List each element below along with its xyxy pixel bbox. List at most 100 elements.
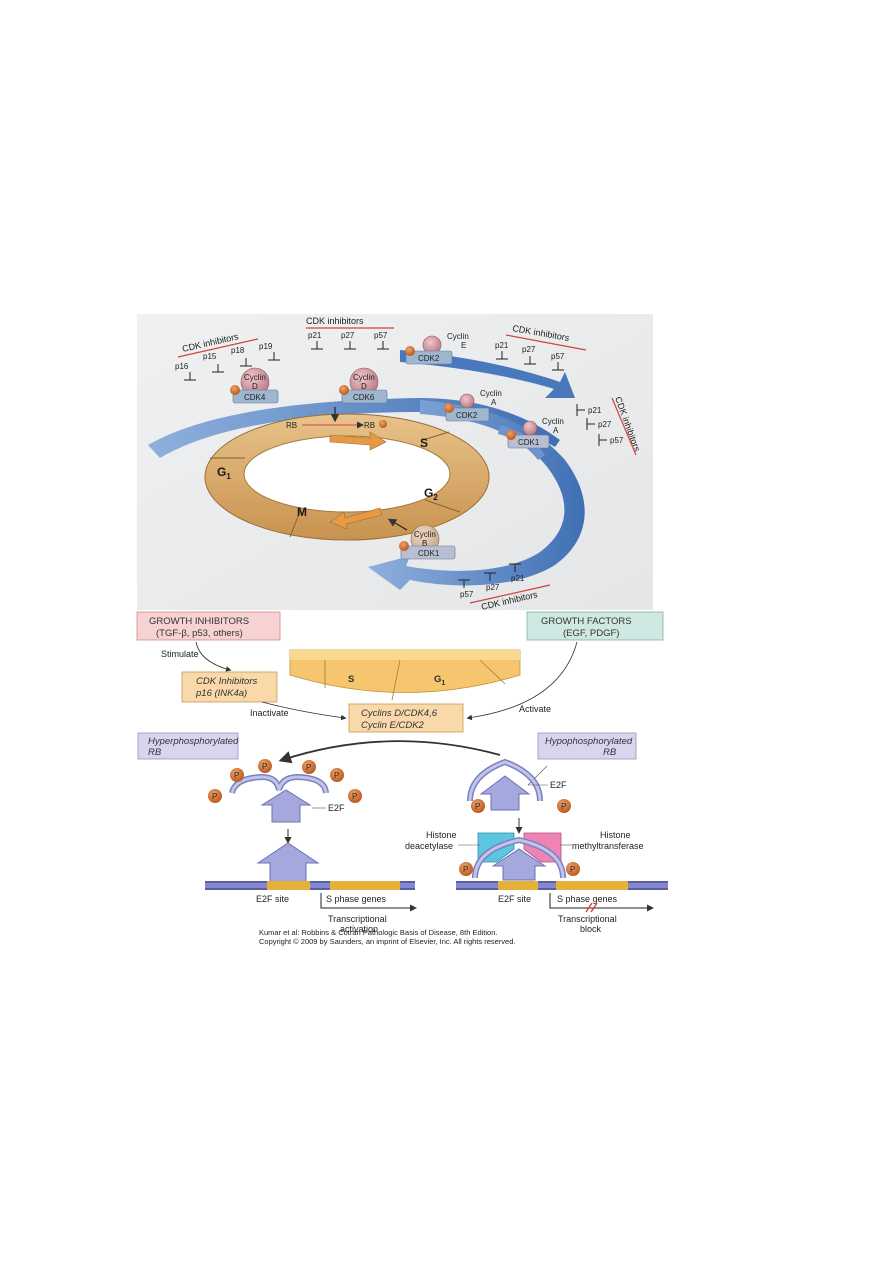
phosphate-icon [348, 789, 362, 803]
svg-text:p16 (INK4a): p16 (INK4a) [195, 688, 247, 699]
phosphate-icon [471, 799, 485, 813]
svg-text:D: D [252, 382, 258, 391]
inhibitor-r-p57: p57 [610, 436, 624, 445]
svg-text:E: E [461, 341, 466, 350]
rb-right-label: RB [364, 421, 375, 430]
e2f-shape-left-bound [256, 842, 320, 883]
inhibitor-top-p21: p21 [308, 331, 322, 340]
band-s-label: S [348, 674, 354, 685]
complex-cyclin-d-cdk6: Cyclin D CDK6 [339, 367, 388, 404]
activate-label: Activate [519, 704, 551, 714]
inhibitors-top: CDK inhibitors p21 p27 p57 [306, 316, 394, 350]
cyclins-box: Cyclins D/CDK4,6 Cyclin E/CDK2 [348, 703, 464, 733]
svg-text:GROWTH FACTORS: GROWTH FACTORS [541, 616, 632, 627]
s-g1-band: S G1 [289, 649, 521, 701]
phosphate-icon [459, 862, 473, 876]
inhibitor-b-p57: p57 [460, 590, 474, 599]
svg-text:(EGF, PDGF): (EGF, PDGF) [563, 628, 619, 639]
svg-text:B: B [422, 539, 427, 548]
svg-text:P: P [212, 792, 217, 801]
phosphate-icon [566, 862, 580, 876]
svg-text:Cyclin E/CDK2: Cyclin E/CDK2 [361, 720, 425, 731]
svg-text:S phase genes: S phase genes [557, 894, 618, 904]
phase-m-label: M [297, 505, 307, 519]
cycle-ring: G1 S G2 M [204, 413, 490, 541]
dna-left: E2F site S phase genes Transcriptional a… [205, 881, 417, 934]
histone-complex: Histone deacetylase Histone methyltransf… [405, 830, 644, 881]
hypo-rb-complex: E2F P P [467, 758, 571, 813]
svg-text:P: P [463, 865, 468, 874]
svg-text:P: P [570, 865, 575, 874]
growth-factors-box: GROWTH FACTORS (EGF, PDGF) [526, 611, 664, 641]
inhibitors-top-title: CDK inhibitors [306, 316, 364, 326]
dna-right: E2F site S phase genes Transcriptional b… [456, 881, 668, 934]
svg-text:(TGF-β, p53, others): (TGF-β, p53, others) [156, 628, 243, 639]
svg-text:P: P [306, 763, 311, 772]
e2f-right-label: E2F [550, 780, 567, 790]
svg-text:CDK Inhibitors: CDK Inhibitors [196, 676, 257, 687]
svg-text:P: P [475, 802, 480, 811]
rb-transition-arrow [278, 740, 501, 764]
inhibitor-p16: p16 [175, 362, 189, 371]
svg-text:Transcriptional: Transcriptional [558, 914, 617, 924]
complex-cyclin-e-cdk2: Cyclin E CDK2 [405, 332, 469, 365]
e2f-left-label: E2F [328, 803, 345, 813]
svg-text:A: A [491, 398, 497, 407]
svg-text:Transcriptional: Transcriptional [328, 914, 387, 924]
band-g1-label: G1 [434, 674, 445, 687]
svg-text:P: P [334, 771, 339, 780]
phosphate-icon [399, 541, 409, 551]
svg-text:GROWTH INHIBITORS: GROWTH INHIBITORS [149, 616, 249, 627]
credit-line-2: Copyright © 2009 by Saunders, an imprint… [259, 937, 515, 946]
svg-text:methyltransferase: methyltransferase [572, 841, 644, 851]
hyper-rb-box: Hyperphosphorylated RB [137, 732, 239, 760]
svg-text:Cyclin: Cyclin [244, 373, 266, 382]
rb-left-label: RB [286, 421, 297, 430]
inactivate-label: Inactivate [250, 708, 289, 718]
phase-s-label: S [420, 436, 428, 450]
inhibitor-rt-p57: p57 [551, 352, 565, 361]
inhibitor-top-p57: p57 [374, 331, 388, 340]
svg-text:Cyclin: Cyclin [542, 417, 564, 426]
svg-text:CDK2: CDK2 [456, 411, 478, 420]
cdk-inhibitors-box: CDK Inhibitors p16 (INK4a) [181, 671, 278, 703]
svg-text:CDK6: CDK6 [353, 393, 375, 402]
svg-text:CDK2: CDK2 [418, 354, 440, 363]
phase-g1-label: G1 [217, 465, 231, 481]
phosphate-icon [506, 430, 516, 440]
phase-g2-label: G2 [424, 486, 438, 502]
svg-text:Histone: Histone [426, 830, 457, 840]
e2f-shape-right [479, 775, 531, 811]
phosphate-icon [405, 346, 415, 356]
svg-text:Histone: Histone [600, 830, 631, 840]
svg-text:deacetylase: deacetylase [405, 841, 453, 851]
svg-text:Hyperphosphorylated: Hyperphosphorylated [148, 736, 239, 747]
svg-text:CDK1: CDK1 [518, 438, 540, 447]
phosphate-icon [258, 759, 272, 773]
complex-cyclin-a-cdk2: Cyclin A CDK2 [444, 389, 502, 422]
svg-text:E2F site: E2F site [498, 894, 531, 904]
svg-text:CDK4: CDK4 [244, 393, 266, 402]
phosphate-icon [444, 403, 454, 413]
rb-phosphate [379, 420, 387, 428]
growth-inhibitors-box: GROWTH INHIBITORS (TGF-β, p53, others) [136, 611, 281, 641]
inhibitor-r-p21: p21 [588, 406, 602, 415]
phosphate-icon [230, 768, 244, 782]
svg-text:P: P [234, 771, 239, 780]
svg-text:Cyclin: Cyclin [447, 332, 469, 341]
svg-text:A: A [553, 426, 559, 435]
svg-text:P: P [352, 792, 357, 801]
hyper-rb-complex: P P P P P P E2F [208, 759, 362, 823]
inhibitor-p18: p18 [231, 346, 245, 355]
phosphate-icon [339, 385, 349, 395]
inhibitor-p19: p19 [259, 342, 273, 351]
svg-text:D: D [361, 382, 367, 391]
stimulate-label: Stimulate [161, 649, 199, 659]
svg-text:activation: activation [340, 924, 378, 934]
inhibitor-b-p21: p21 [511, 574, 525, 583]
inhibitor-b-p27: p27 [486, 583, 500, 592]
credit-line-1: Kumar et al: Robbins & Cotran Pathologic… [259, 928, 497, 937]
phosphate-icon [557, 799, 571, 813]
